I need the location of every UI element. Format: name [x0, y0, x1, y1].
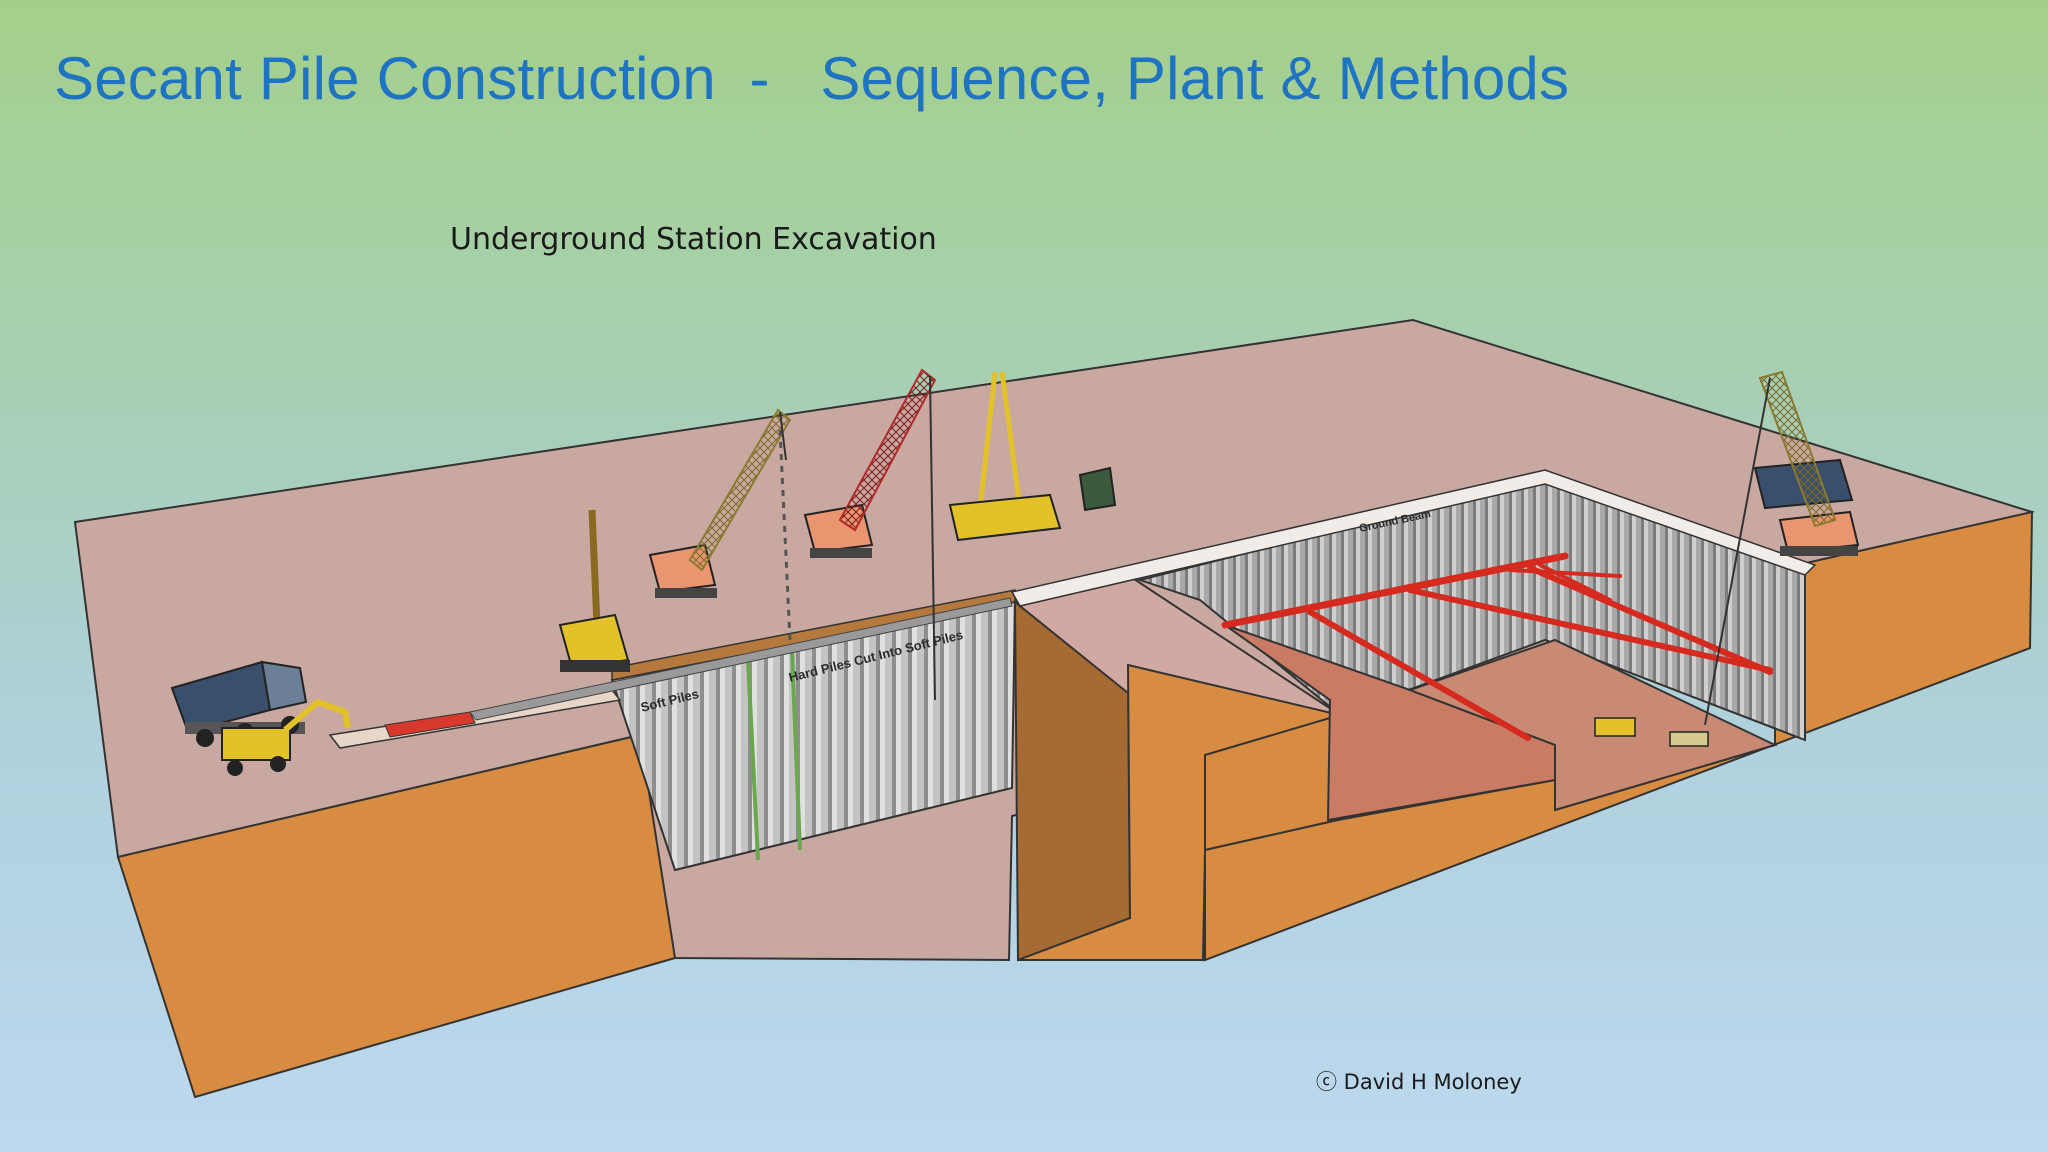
ground-beam [1010, 469, 1817, 607]
pile-line-gray [469, 597, 1013, 721]
crawler-crane-yellow [648, 408, 792, 598]
tripod-rig [778, 371, 1062, 641]
slide-title: Secant Pile Construction - Sequence, Pla… [54, 45, 1570, 112]
crawler-crane-red [803, 368, 937, 701]
soil-block-left [116, 733, 677, 1099]
green-pile [746, 659, 760, 861]
crawler-crane-right [1704, 370, 1860, 726]
green-pile [790, 651, 802, 851]
piling-rig [558, 509, 630, 672]
concrete-truck [1078, 466, 1117, 512]
copyright-notice: ⓒ David H Moloney [1316, 1070, 1522, 1094]
diagram-subtitle: Underground Station Excavation [450, 222, 937, 257]
excavator-in-pit [1594, 717, 1709, 747]
temporary-struts [1221, 552, 1773, 741]
guide-wall-red-section [384, 711, 476, 738]
excavation-floor-far [1407, 638, 1778, 812]
wheeled-excavator [221, 698, 351, 776]
